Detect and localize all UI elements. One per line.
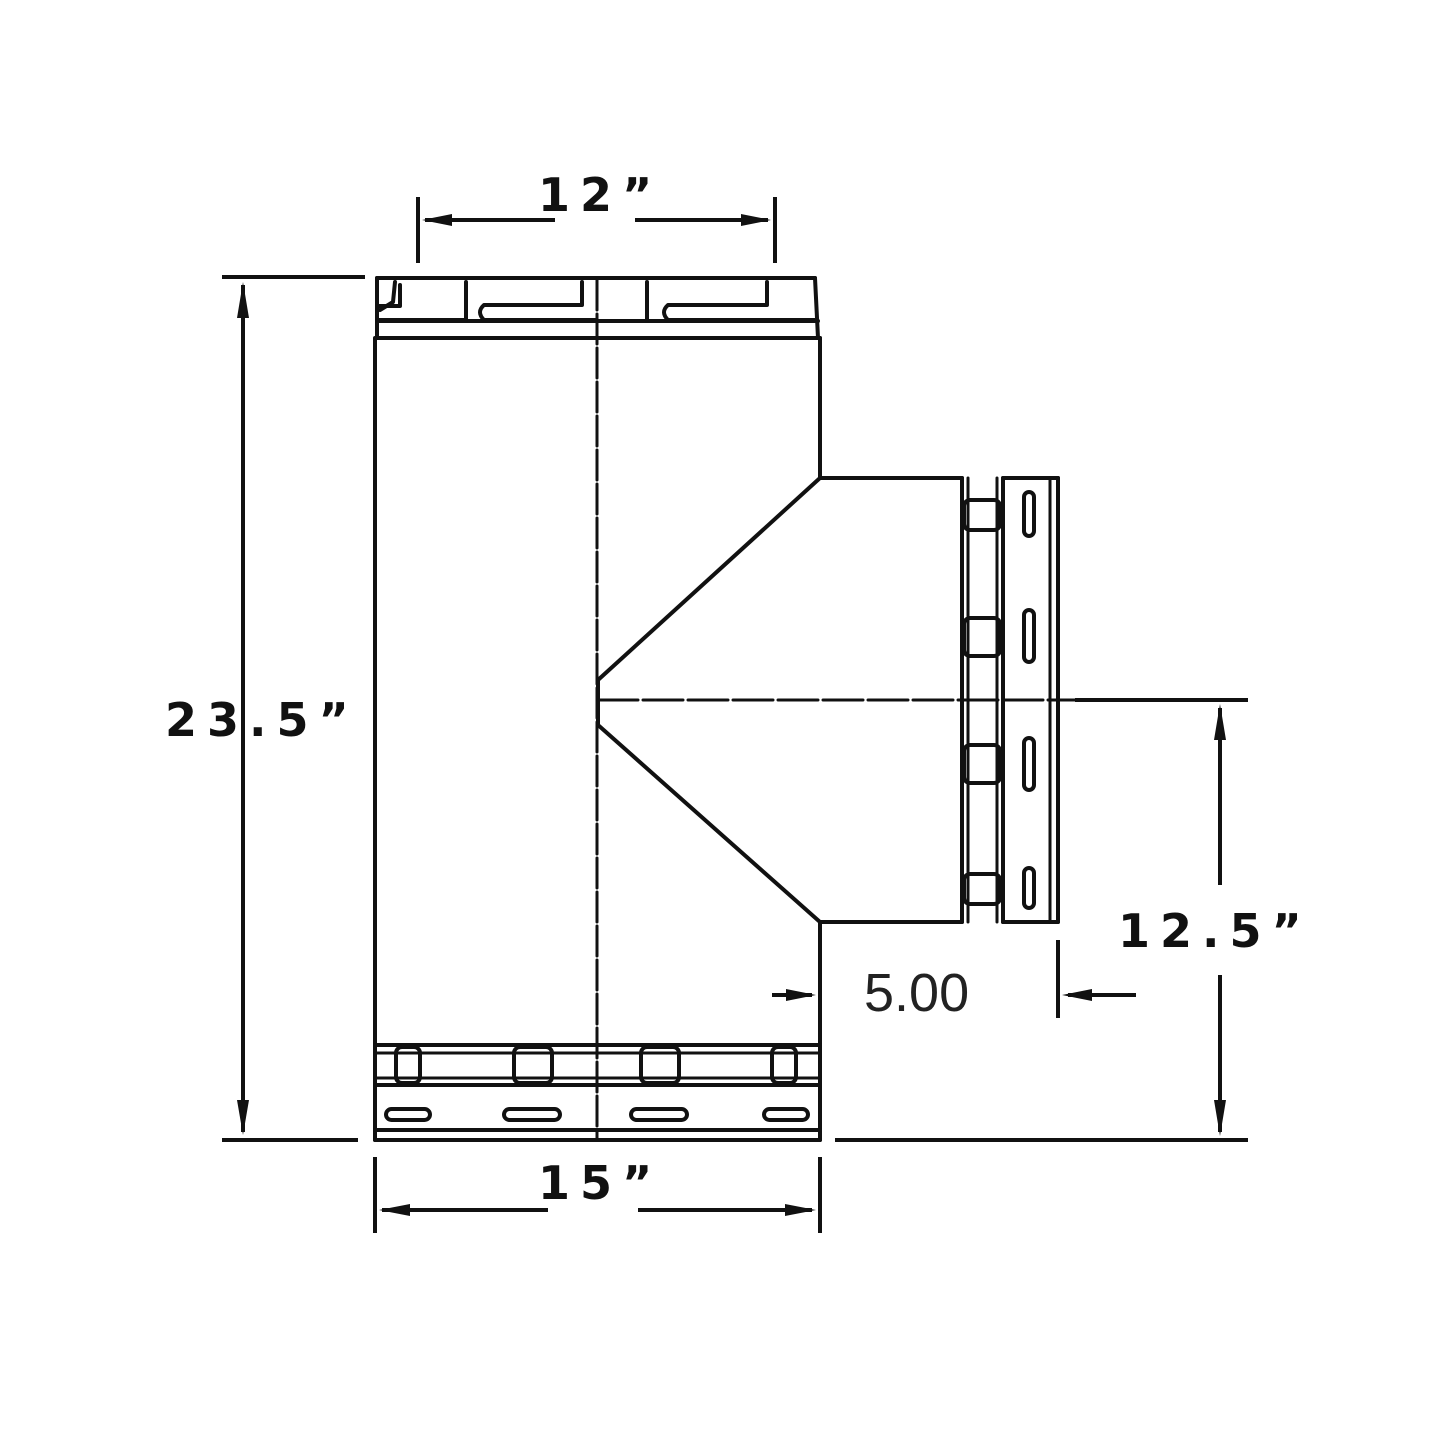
branch-collar	[960, 476, 1060, 924]
bottom-collar	[373, 1043, 822, 1142]
dimension-label-bottom-width: 15”	[538, 1156, 663, 1210]
top-collar	[375, 276, 820, 340]
dimension-label-total-height: 23.5”	[165, 693, 359, 747]
dimension-label-branch-height: 12.5”	[1118, 904, 1312, 958]
tee-branch	[596, 476, 964, 924]
dimension-lines	[222, 197, 1248, 1233]
dimension-label-top-width: 12”	[538, 168, 663, 222]
dimension-label-branch-length: 5.00	[864, 963, 970, 1023]
